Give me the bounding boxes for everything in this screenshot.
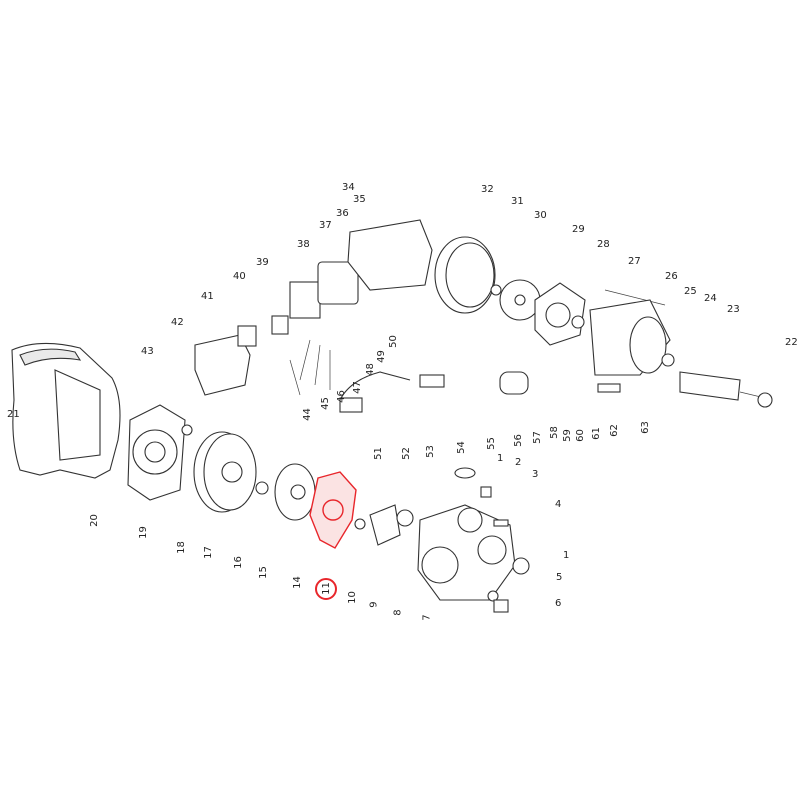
part-29-endshield xyxy=(534,282,586,346)
part-label-15[interactable]: 15 xyxy=(257,566,269,579)
part-19-cover xyxy=(127,404,186,501)
part-label-42[interactable]: 42 xyxy=(171,317,184,328)
part-38-gasket xyxy=(289,281,321,319)
part-14-impeller xyxy=(274,463,316,521)
part-label-44[interactable]: 44 xyxy=(301,408,313,421)
part-11-diffuser-highlighted xyxy=(309,471,357,549)
part-label-48[interactable]: 48 xyxy=(364,363,376,376)
part-52-53-gland xyxy=(419,374,445,388)
part-56-capacitor xyxy=(499,371,529,395)
part-label-23[interactable]: 23 xyxy=(727,304,740,315)
part-label-9[interactable]: 9 xyxy=(368,601,380,608)
part-label-59[interactable]: 59 xyxy=(561,429,573,442)
part-label-2[interactable]: 2 xyxy=(515,457,522,468)
part-label-28[interactable]: 28 xyxy=(597,239,610,250)
part-51-cable xyxy=(339,371,411,401)
part-label-25[interactable]: 25 xyxy=(684,286,697,297)
part-label-3[interactable]: 3 xyxy=(532,469,539,480)
part-1-cap xyxy=(454,467,476,479)
part-3-plug xyxy=(480,486,492,498)
part-label-63[interactable]: 63 xyxy=(639,421,651,434)
part-label-55[interactable]: 55 xyxy=(485,437,497,450)
part-label-34[interactable]: 34 xyxy=(342,182,355,193)
part-label-31[interactable]: 31 xyxy=(511,196,524,207)
part-label-61[interactable]: 61 xyxy=(590,427,602,440)
part-label-58[interactable]: 58 xyxy=(548,426,560,439)
part-32-cover xyxy=(434,236,496,314)
part-label-45[interactable]: 45 xyxy=(319,397,331,410)
part-7-pump-housing xyxy=(417,504,516,601)
part-label-16[interactable]: 16 xyxy=(232,556,244,569)
part-1-oring xyxy=(512,557,530,575)
part-label-21[interactable]: 21 xyxy=(7,409,20,420)
part-label-29[interactable]: 29 xyxy=(572,224,585,235)
part-label-10[interactable]: 10 xyxy=(346,591,358,604)
part-40-switch xyxy=(271,315,289,335)
part-label-46[interactable]: 46 xyxy=(335,390,347,403)
part-label-47[interactable]: 47 xyxy=(351,381,363,394)
part-15-seal xyxy=(255,481,269,495)
part-label-22[interactable]: 22 xyxy=(785,337,798,348)
part-28-washer xyxy=(571,315,585,329)
part-label-18[interactable]: 18 xyxy=(175,541,187,554)
part-5-oring xyxy=(487,590,499,602)
part-label-56[interactable]: 56 xyxy=(512,434,524,447)
part-17-16-disc xyxy=(193,431,257,513)
part-label-30[interactable]: 30 xyxy=(534,210,547,221)
part-label-35[interactable]: 35 xyxy=(353,194,366,205)
part-label-20[interactable]: 20 xyxy=(88,514,100,527)
part-41-switch xyxy=(237,325,257,347)
part-label-1a[interactable]: 1 xyxy=(497,453,504,464)
part-label-60[interactable]: 60 xyxy=(574,429,586,442)
part-label-19[interactable]: 19 xyxy=(137,526,149,539)
part-label-27[interactable]: 27 xyxy=(628,256,641,267)
part-label-4[interactable]: 4 xyxy=(555,499,562,510)
part-34-terminal-box xyxy=(347,219,433,291)
part-27-bolt xyxy=(604,289,666,306)
part-label-41[interactable]: 41 xyxy=(201,291,214,302)
part-label-1b[interactable]: 1 xyxy=(563,550,570,561)
part-37-board xyxy=(317,261,359,305)
part-label-43[interactable]: 43 xyxy=(141,346,154,357)
part-label-7[interactable]: 7 xyxy=(421,614,433,621)
part-11-highlight-circle xyxy=(315,578,337,600)
part-label-6[interactable]: 6 xyxy=(555,598,562,609)
part-label-49[interactable]: 49 xyxy=(375,350,387,363)
part-label-39[interactable]: 39 xyxy=(256,257,269,268)
part-26-stator xyxy=(589,299,671,376)
part-label-50[interactable]: 50 xyxy=(387,335,399,348)
part-63-pin xyxy=(597,383,621,393)
part-20-frame xyxy=(11,342,121,479)
part-10-oring xyxy=(354,518,366,530)
part-6-drain-plug xyxy=(493,599,509,613)
part-4-screw xyxy=(493,519,509,527)
part-label-57[interactable]: 57 xyxy=(531,431,543,444)
part-label-51[interactable]: 51 xyxy=(372,447,384,460)
part-24-bearing xyxy=(661,353,675,367)
part-label-5[interactable]: 5 xyxy=(556,572,563,583)
part-18-oring xyxy=(181,424,193,436)
part-label-32[interactable]: 32 xyxy=(481,184,494,195)
part-label-26[interactable]: 26 xyxy=(665,271,678,282)
part-22-bearing xyxy=(757,392,773,408)
part-label-62[interactable]: 62 xyxy=(608,424,620,437)
part-label-8[interactable]: 8 xyxy=(392,609,404,616)
part-label-17[interactable]: 17 xyxy=(202,546,214,559)
part-label-36[interactable]: 36 xyxy=(336,208,349,219)
part-label-52[interactable]: 52 xyxy=(400,447,412,460)
part-label-53[interactable]: 53 xyxy=(424,445,436,458)
part-label-24[interactable]: 24 xyxy=(704,293,717,304)
part-label-40[interactable]: 40 xyxy=(233,271,246,282)
part-31-clip xyxy=(490,284,502,296)
part-23-rotor xyxy=(679,371,766,401)
part-label-38[interactable]: 38 xyxy=(297,239,310,250)
part-label-14[interactable]: 14 xyxy=(291,576,303,589)
part-51-plug xyxy=(339,397,363,413)
part-9-venturi xyxy=(369,504,414,546)
part-label-37[interactable]: 37 xyxy=(319,220,332,231)
part-label-54[interactable]: 54 xyxy=(455,441,467,454)
part-30-fan xyxy=(499,279,541,321)
